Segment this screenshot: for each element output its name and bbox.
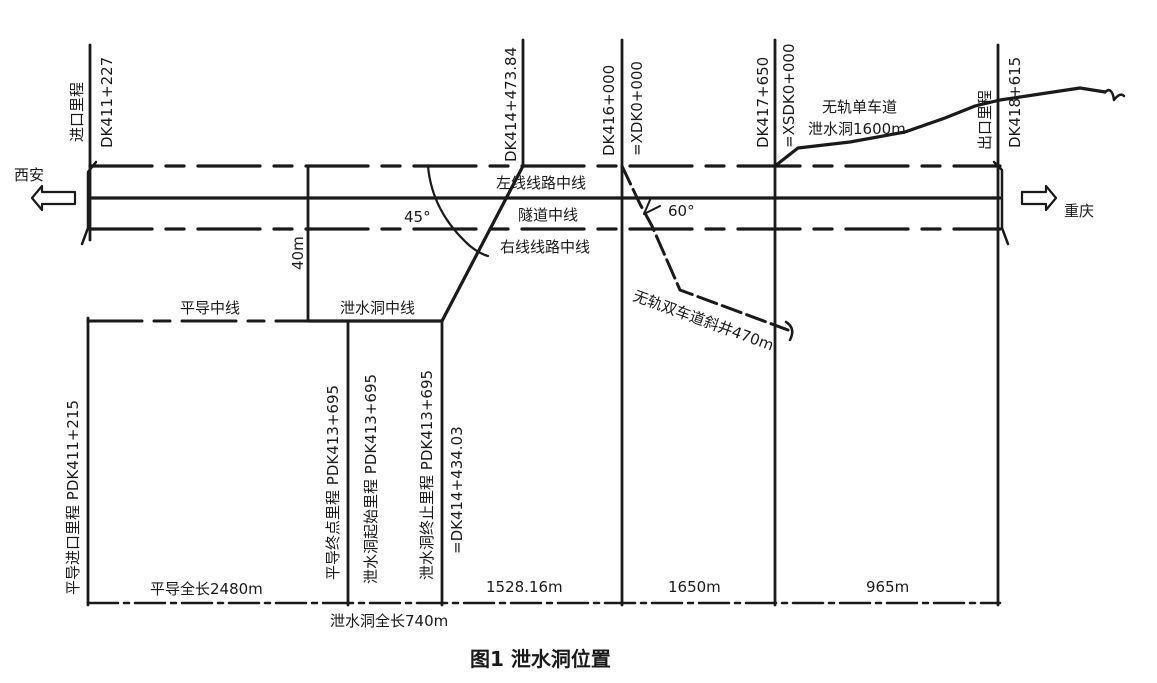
arrow-east-icon: [1020, 184, 1058, 212]
arrow-west-icon: [30, 184, 77, 212]
pilot-end-label: 平导终点里程 PDK413+695: [324, 385, 342, 580]
pilot-length-label: 平导全长2480m: [150, 580, 263, 598]
single-lane-label-2: 泄水洞1600m: [808, 120, 906, 138]
shaft-end-hook: [784, 320, 794, 342]
angle-60-arrow: [643, 199, 661, 215]
dk414-mileage-value: DK414+473.84: [502, 47, 520, 162]
drain-end-label: 泄水洞终止里程 PDK413+695: [418, 370, 436, 580]
dimension-1528: 1528.16m: [486, 578, 563, 596]
west-label: 西安: [14, 166, 44, 184]
tunnel-center-label: 隧道中线: [518, 206, 578, 224]
entrance-mileage-value: DK411+227: [98, 57, 116, 148]
adit-end-hook: [1103, 89, 1126, 102]
pilot-center-label: 平导中线: [180, 299, 240, 317]
dk417-mileage-value: DK417+650: [754, 57, 772, 148]
dk416-mileage-value: DK416+000: [600, 65, 618, 156]
exit-mileage-title: 出口里程: [976, 90, 994, 150]
single-lane-label-1: 无轨单车道: [822, 98, 897, 116]
drain-length-label: 泄水洞全长740m: [330, 612, 448, 630]
dimension-1650: 1650m: [668, 578, 721, 596]
east-label: 重庆: [1064, 202, 1094, 220]
drain-center-label: 泄水洞中线: [340, 299, 415, 317]
double-lane-label: 无轨双车道斜井470m: [631, 287, 776, 355]
entrance-mileage-title: 进口里程: [68, 82, 86, 142]
dimension-965: 965m: [866, 578, 909, 596]
pilot-entrance-label: 平导进口里程 PDK411+215: [64, 400, 82, 595]
double-lane-shaft: [620, 164, 790, 332]
entrance-portal-hook: [80, 160, 98, 246]
left-line-label: 左线线路中线: [496, 174, 586, 192]
figure-caption: 图1 泄水洞位置: [470, 647, 611, 671]
angle-45-label: 45°: [404, 208, 431, 226]
connector-45-diagonal: [440, 164, 525, 323]
entrance-mileage-labels: 进口里程 DK411+227: [68, 57, 116, 148]
exit-portal-hook: [992, 160, 1010, 246]
drain-end-mileage: =DK414+434.03: [448, 426, 466, 554]
angle-45-arc: [426, 164, 490, 258]
right-line-label: 右线线路中线: [500, 238, 590, 256]
offset-40m-label: 40m: [289, 236, 307, 270]
xsdk-mileage-value: =XSDK0+000: [780, 44, 798, 149]
drain-start-label: 泄水洞起始里程 PDK413+695: [362, 374, 380, 584]
single-lane-adit: [773, 86, 1107, 168]
xdk-mileage-value: =XDK0+000: [628, 61, 646, 156]
exit-mileage-value: DK418+615: [1006, 57, 1024, 148]
angle-60-label: 60°: [668, 202, 695, 220]
